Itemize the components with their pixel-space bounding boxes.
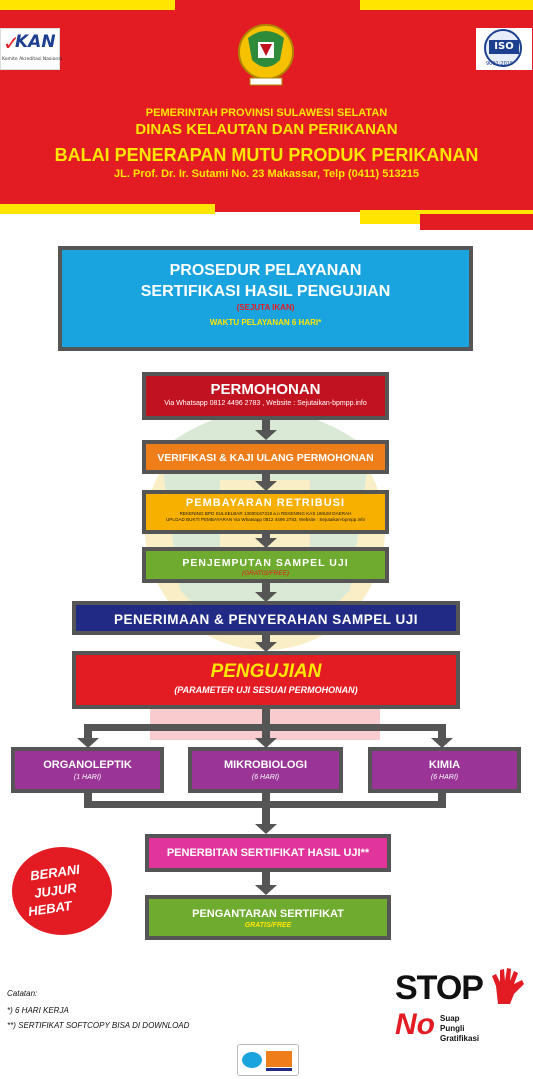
connector-line <box>262 793 270 825</box>
sejuta-ikan-logo-icon <box>242 1051 292 1071</box>
header-stripe <box>360 0 533 10</box>
step-pembayaran: PEMBAYARAN RETRIBUSI REKENING BPD SULSEL… <box>142 490 389 534</box>
arrow-down-icon <box>255 430 277 440</box>
arrow-down-icon <box>255 885 277 895</box>
procedure-program-name: (SEJUTA IKAN) <box>236 303 295 312</box>
connector-line <box>84 793 92 807</box>
connector-line <box>262 534 270 539</box>
header-stripe <box>0 0 175 10</box>
arrow-down-icon <box>255 481 277 491</box>
decor-stripe <box>420 214 533 230</box>
connector-line <box>438 793 446 807</box>
step-kimia-duration: (6 HARI) <box>430 774 459 781</box>
connector-line <box>262 474 270 482</box>
arrow-down-icon <box>77 738 99 748</box>
step-verifikasi-title: VERIFIKASI & KAJI ULANG PERMOHONAN <box>157 452 374 464</box>
arrow-down-icon <box>431 738 453 748</box>
step-pengujian: PENGUJIAN (PARAMETER UJI SESUAI PERMOHON… <box>72 651 460 709</box>
step-penjemputan-note: (GRATIS/FREE) <box>241 570 290 577</box>
notes-item-2: **) SERTIFIKAT SOFTCOPY BISA DI DOWNLOAD <box>7 1021 190 1030</box>
connector-line <box>262 709 270 727</box>
connector-line <box>262 583 270 593</box>
procedure-title-line2: SERTIFIKASI HASIL PENGUJIAN <box>140 283 391 300</box>
kan-logo-text: KAN <box>15 32 56 52</box>
step-pengujian-title: PENGUJIAN <box>210 661 322 682</box>
step-penerbitan-title: PENERBITAN SERTIFIKAT HASIL UJI** <box>166 847 370 859</box>
step-organoleptik-title: ORGANOLEPTIK <box>43 759 132 771</box>
header-address: JL. Prof. Dr. Ir. Sutami No. 23 Makassar… <box>114 168 419 180</box>
connector-line <box>262 420 270 432</box>
kan-logo: ✓ KAN Komite Akreditasi Nasional <box>0 28 63 70</box>
step-penerbitan: PENERBITAN SERTIFIKAT HASIL UJI** <box>145 834 391 872</box>
step-penjemputan-title: PENJEMPUTAN SAMPEL UJI <box>182 557 349 569</box>
step-pembayaran-title: PEMBAYARAN RETRIBUSI <box>185 497 346 509</box>
hand-stop-icon <box>492 968 524 1004</box>
step-permohonan-contact: Via Whatsapp 0812 4496 2783 , Website : … <box>164 400 367 407</box>
iso-logo-text: ISO <box>489 40 519 54</box>
connector-line <box>84 724 92 740</box>
header-line-dinas: DINAS KELAUTAN DAN PERIKANAN <box>135 121 398 138</box>
connector-line <box>262 724 270 740</box>
procedure-title-line1: PROSEDUR PELAYANAN <box>169 262 362 279</box>
stop-item-suap: Suap <box>440 1014 460 1023</box>
arrow-down-icon <box>255 738 277 748</box>
no-word: No <box>395 1008 435 1041</box>
decor-stripe <box>0 204 215 214</box>
step-pengantaran-title: PENGANTARAN SERTIFIKAT <box>192 908 344 920</box>
connector-line <box>438 724 446 740</box>
kan-logo-subtitle: Komite Akreditasi Nasional <box>2 57 63 62</box>
step-penerimaan-title: PENERIMAAN & PENYERAHAN SAMPEL UJI <box>113 612 419 627</box>
step-organoleptik: ORGANOLEPTIK (1 HARI) <box>11 747 164 793</box>
step-pembayaran-account: REKENING BPD SULSELBAR 13000167319 a.n R… <box>179 511 352 516</box>
stop-word: STOP <box>395 969 484 1007</box>
connector-line <box>262 635 270 643</box>
step-permohonan: PERMOHONAN Via Whatsapp 0812 4496 2783 ,… <box>142 372 389 420</box>
step-kimia: KIMIA (6 HARI) <box>368 747 521 793</box>
badge-word-hebat: HEBAT <box>27 898 73 919</box>
notes-title: Catatan: <box>7 989 38 998</box>
step-organoleptik-duration: (1 HARI) <box>73 774 102 781</box>
iso-logo: ISO 9001:2015 <box>476 28 532 70</box>
step-penjemputan: PENJEMPUTAN SAMPEL UJI (GRATIS/FREE) <box>142 547 389 583</box>
step-pengantaran-note: GRATIS/FREE <box>244 922 292 929</box>
arrow-down-icon <box>255 538 277 548</box>
step-mikrobiologi-title: MIKROBIOLOGI <box>223 759 308 771</box>
step-pengujian-note: (PARAMETER UJI SESUAI PERMOHONAN) <box>174 685 358 695</box>
step-verifikasi: VERIFIKASI & KAJI ULANG PERMOHONAN <box>142 440 389 474</box>
iso-number: 9001:2015 <box>486 61 514 67</box>
step-kimia-title: KIMIA <box>428 759 461 771</box>
step-pengantaran: PENGANTARAN SERTIFIKAT GRATIS/FREE <box>145 895 391 940</box>
header-banner: ✓ KAN Komite Akreditasi Nasional ISO 900… <box>0 0 533 212</box>
kan-check-icon: ✓ <box>3 31 20 55</box>
header-line-pemerintah: PEMERINTAH PROVINSI SULAWESI SELATAN <box>145 107 388 119</box>
step-penerimaan: PENERIMAAN & PENYERAHAN SAMPEL UJI <box>72 601 460 635</box>
step-permohonan-title: PERMOHONAN <box>210 381 321 398</box>
arrow-down-icon <box>255 592 277 602</box>
notes-item-1: *) 6 HARI KERJA <box>7 1006 69 1015</box>
step-mikrobiologi-duration: (6 HARI) <box>251 774 280 781</box>
service-duration: WAKTU PELAYANAN 6 HARI* <box>209 318 322 327</box>
arrow-down-icon <box>255 642 277 652</box>
stop-item-gratifikasi: Gratifikasi <box>440 1034 480 1043</box>
procedure-title-box: PROSEDUR PELAYANAN SERTIFIKASI HASIL PEN… <box>58 246 473 351</box>
sulsel-emblem-icon <box>238 24 294 86</box>
header-line-balai: BALAI PENERAPAN MUTU PRODUK PERIKANAN <box>54 145 479 165</box>
arrow-down-icon <box>255 824 277 834</box>
step-mikrobiologi: MIKROBIOLOGI (6 HARI) <box>188 747 343 793</box>
sejuta-ikan-logo <box>237 1044 299 1076</box>
stop-item-pungli: Pungli <box>440 1024 465 1033</box>
connector-line <box>262 872 270 886</box>
step-pembayaran-upload: UPLOAD BUKTI PEMBAYARAN Via Whatsapp 081… <box>165 517 366 522</box>
berani-jujur-hebat-badge: BERANI JUJUR HEBAT <box>12 847 112 935</box>
